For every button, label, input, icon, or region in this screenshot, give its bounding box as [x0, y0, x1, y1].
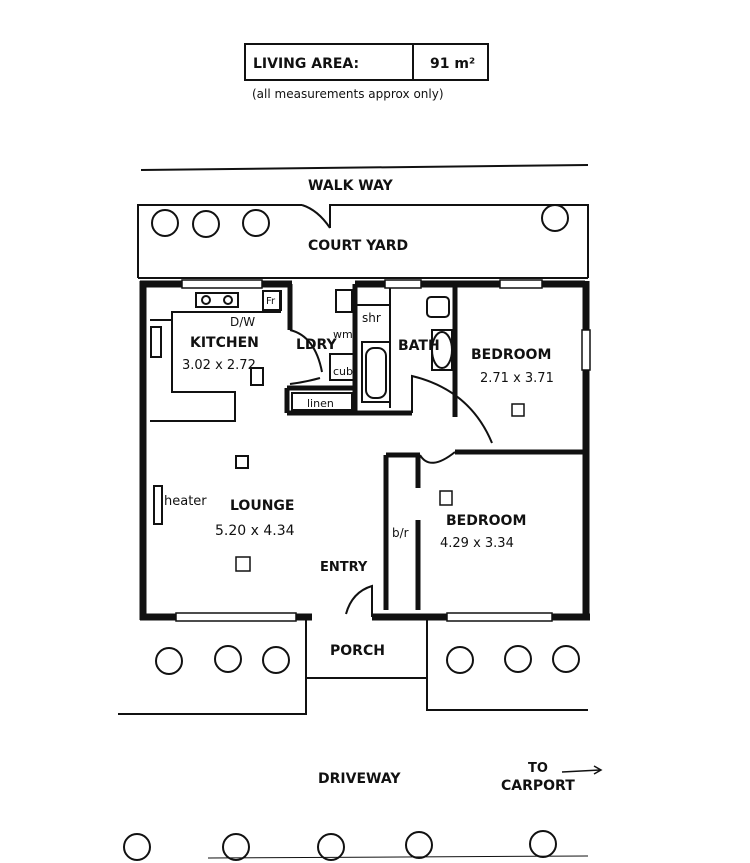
kitchen-dims: 3.02 x 2.72 [182, 358, 256, 373]
shower-label: shr [362, 311, 381, 325]
lounge-heater [235, 556, 251, 572]
carport-label: CARPORT [501, 778, 575, 794]
lounge-dims: 5.20 x 4.34 [215, 523, 295, 539]
courtyard-label: COURT YARD [308, 238, 408, 254]
entry-door [345, 584, 373, 617]
heater-label: heater [164, 494, 207, 509]
shrubs [123, 204, 580, 861]
living-area-box: LIVING AREA: 91 m² [244, 43, 489, 81]
cupboard-label: cub [333, 365, 353, 378]
fridge-label: Fr [266, 296, 276, 307]
walkway-label: WALK WAY [308, 178, 394, 194]
lounge-label: LOUNGE [230, 498, 294, 514]
walkway-line [140, 164, 589, 171]
kitchen-bench [150, 290, 282, 469]
bedroom2-label: BEDROOM [446, 513, 526, 529]
living-area-value: 91 m² [430, 56, 475, 72]
bedroom1-dims: 2.71 x 3.71 [480, 371, 554, 386]
kitchen-label: KITCHEN [190, 335, 259, 351]
linen-cupboard [291, 392, 353, 411]
measurement-note: (all measurements approx only) [252, 87, 444, 101]
bedroom2-heater [439, 490, 453, 506]
linen-label: linen [307, 397, 334, 410]
heater-unit [153, 485, 163, 525]
boundary-line [207, 855, 589, 859]
entry-label: ENTRY [320, 560, 368, 575]
partition-lines [357, 288, 391, 408]
laundry-label: LDRY [296, 337, 338, 353]
porch-outline [118, 620, 588, 715]
living-area-label: LIVING AREA: [253, 56, 359, 72]
bath-label: BATH [398, 338, 440, 354]
windows [175, 279, 591, 622]
built-in-robe-label: b/r [392, 526, 409, 540]
bedroom2-dims: 4.29 x 3.34 [440, 536, 514, 551]
bedroom1-heater [511, 403, 525, 417]
bath-door [411, 374, 493, 444]
porch-label: PORCH [330, 643, 385, 659]
to-label: TO [528, 761, 548, 776]
bedroom2-door [419, 451, 456, 464]
courtyard-fence [137, 204, 589, 279]
dw-label: D/W [230, 315, 255, 329]
laundry-fixtures [289, 289, 356, 385]
washing-machine-label: wm [333, 328, 353, 341]
bathroom-fixtures [426, 296, 453, 371]
carport-arrow [561, 765, 603, 775]
bedroom1-label: BEDROOM [471, 347, 551, 363]
driveway-label: DRIVEWAY [318, 771, 401, 787]
